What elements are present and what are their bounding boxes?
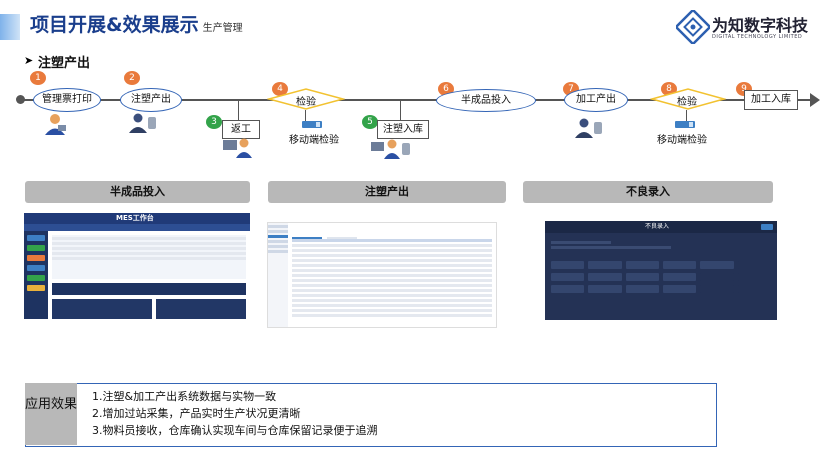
step-5-connector: [400, 100, 401, 124]
flow-start-dot: [16, 95, 25, 104]
step-number-4: 4: [272, 82, 288, 96]
flow-end-arrow-icon: [810, 93, 820, 107]
effect-box: [25, 383, 717, 447]
step-4-label: 检验: [296, 97, 316, 108]
data-table: [292, 237, 492, 323]
mes-screen-title: MES工作台: [116, 214, 154, 222]
table-tabs: [292, 227, 492, 242]
mobile-device-icon: [675, 121, 695, 128]
page-title-text: 项目开展&效果展示: [30, 14, 199, 36]
page-subtitle: 生产管理: [202, 23, 243, 34]
step-number-2: 2: [124, 71, 140, 85]
mes-process-bar: [52, 283, 246, 295]
defect-entry-screenshot: 不良录入: [545, 221, 777, 320]
step-7-label: 加工产出: [576, 94, 616, 105]
step-6-label: 半成品投入: [461, 95, 511, 106]
step-2-node[interactable]: 注塑产出: [120, 88, 182, 112]
effect-item-2: 2.增加过站采集，产品实时生产状况更清晰: [92, 407, 301, 420]
mobile-check-2-label: 移动端检验: [657, 135, 707, 146]
mes-sidebar: [24, 231, 48, 319]
step-8-label: 检验: [677, 97, 697, 108]
mobile-check-2-connector: [686, 110, 687, 124]
step-1-label: 管理票打印: [42, 94, 92, 105]
step-8-diamond[interactable]: [650, 88, 726, 110]
section-arrow-icon: ➤: [24, 54, 34, 67]
defect-toolbar: [551, 239, 771, 255]
step-4-diamond[interactable]: [267, 88, 345, 110]
table-sidebar: [268, 223, 288, 327]
step-7-node[interactable]: 加工产出: [564, 88, 628, 112]
step-5-label: 注塑入库: [383, 124, 423, 135]
operator-scanner-icon: [129, 113, 156, 133]
step-3-node[interactable]: 返工: [222, 120, 260, 139]
defect-header-bar: 不良录入: [545, 221, 777, 233]
panel-3-title: 不良录入: [523, 181, 773, 203]
company-logo-icon: [676, 10, 710, 44]
step-6-node[interactable]: 半成品投入: [436, 89, 536, 112]
effect-lines: 1.注塑&加工产出系统数据与实物一致 2.增加过站采集，产品实时生产状况更清晰 …: [92, 388, 378, 439]
warehouse-operator-icon: [371, 139, 410, 159]
mobile-check-1-label: 移动端检验: [289, 135, 339, 146]
defect-screen-title: 不良录入: [645, 223, 670, 230]
mes-bottom-right: [156, 299, 246, 319]
company-english-name: DIGITAL TECHNOLOGY LIMITED: [712, 34, 803, 40]
step-5-node[interactable]: 注塑入库: [377, 120, 429, 139]
effect-item-3: 3.物料员接收，仓库确认实现车间与仓库保留记录便于追溯: [92, 424, 378, 437]
effect-label: 应用效果: [25, 383, 77, 445]
rework-operator-icon: [223, 138, 252, 158]
effect-item-1: 1.注塑&加工产出系统数据与实物一致: [92, 390, 277, 403]
processing-operator-icon: [575, 118, 602, 138]
panel-1-title: 半成品投入: [25, 181, 250, 203]
mobile-check-1-connector: [305, 110, 306, 124]
defect-button-grid: [551, 261, 771, 317]
header-accent-bar: [0, 14, 20, 40]
step-3-connector: [238, 100, 239, 124]
section-title: 注塑产出: [38, 56, 91, 71]
step-number-1: 1: [30, 71, 46, 85]
step-number-3: 3: [206, 115, 222, 129]
injection-output-screenshot: [267, 222, 497, 328]
step-9-node[interactable]: 加工入库: [744, 90, 798, 110]
mes-header-bar: MES工作台: [24, 213, 250, 224]
mes-info-card: [52, 235, 246, 279]
mes-subheader: [24, 224, 250, 231]
mes-bottom-left: [52, 299, 152, 319]
panel-2-title: 注塑产出: [268, 181, 506, 203]
step-1-node[interactable]: 管理票打印: [33, 88, 101, 112]
step-9-label: 加工入库: [751, 94, 791, 105]
company-name: 为知数字科技: [712, 16, 809, 35]
page-title: 项目开展&效果展示生产管理: [30, 10, 243, 37]
operator-at-computer-icon: [45, 114, 66, 135]
mes-workbench-screenshot: MES工作台: [24, 213, 250, 319]
step-3-label: 返工: [231, 124, 251, 135]
mobile-device-icon: [302, 121, 322, 128]
step-2-label: 注塑产出: [131, 94, 171, 105]
flow-line: [20, 99, 814, 101]
step-number-5: 5: [362, 115, 378, 129]
